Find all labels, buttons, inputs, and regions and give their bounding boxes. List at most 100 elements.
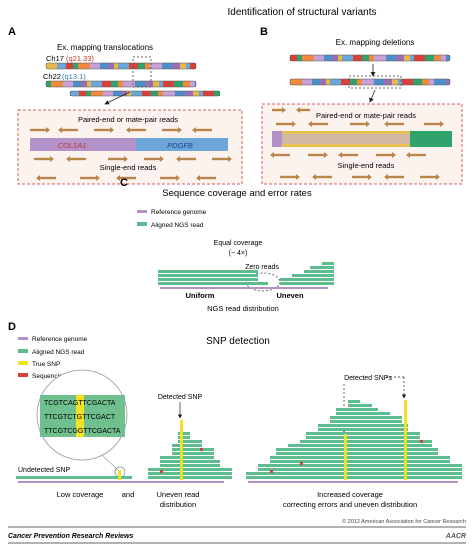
panel-a-letter: A (8, 26, 16, 38)
panel-c-letter: C (120, 177, 128, 189)
panel-c-title: Sequence coverage and error rates (162, 188, 312, 199)
true-snp-bar (404, 400, 407, 480)
chromosome-17 (45, 62, 197, 70)
aligned-read (366, 460, 378, 463)
chromosome-band (446, 79, 450, 85)
gene-label-col1a1: COL1A1 (58, 141, 87, 150)
chromosome-band (422, 79, 429, 85)
chromosome-band (297, 55, 302, 61)
aligned-read (378, 452, 390, 455)
aligned-read (348, 448, 360, 451)
ch17-name: Ch17 (46, 54, 64, 63)
aligned-read (322, 270, 334, 273)
read-arrow-shaft (388, 122, 404, 126)
deletion-overlay (282, 134, 410, 144)
chromosome-band (73, 81, 81, 87)
aligned-read (58, 476, 74, 479)
aligned-read (348, 428, 360, 431)
chromosome-band (174, 81, 183, 87)
chromosome-outline (45, 62, 197, 70)
chromosome-band (314, 55, 324, 61)
read-arrow-head (440, 121, 444, 127)
chromosome-band (87, 81, 91, 87)
chromosome-band (162, 63, 172, 69)
chromosome-band (384, 79, 392, 85)
sequencing-error-mark (300, 462, 303, 465)
deletion-bar-right (410, 131, 452, 147)
aligned-read (276, 476, 288, 479)
aligned-read (186, 270, 200, 273)
aligned-read (186, 274, 200, 277)
read-arrow-head (50, 156, 54, 162)
aligned-read (246, 476, 258, 479)
chromosome-band (398, 79, 402, 85)
panel-a-subtitle: Ex. mapping translocations (57, 43, 153, 52)
chromosome-band (374, 55, 386, 61)
aligned-read (276, 468, 288, 471)
aligned-read (378, 444, 390, 447)
aligned-read (172, 270, 186, 273)
read-arrow-shaft (350, 122, 366, 126)
ch17-band: (q21.33) (66, 54, 94, 63)
aligned-read (178, 456, 190, 459)
aligned-read (378, 456, 390, 459)
aligned-read (322, 274, 334, 277)
aligned-read (438, 460, 450, 463)
aligned-read (426, 464, 438, 467)
aligned-read (336, 452, 348, 455)
aligned-read (348, 432, 360, 435)
chromosome-band (190, 63, 196, 69)
chromosome-band (111, 81, 118, 87)
aligned-read (258, 476, 270, 479)
chromosome-band (190, 81, 195, 87)
aligned-read (408, 452, 420, 455)
chromosome-band (90, 63, 100, 69)
read-arrow-head (192, 127, 196, 133)
chromosome-band (290, 79, 302, 85)
legend-d-snp-swatch (18, 361, 28, 365)
fused-chromosome (69, 90, 221, 97)
read-arrow-head (366, 121, 370, 127)
chromosome-band (374, 79, 384, 85)
aligned-read (366, 412, 378, 415)
read-arrow-head (96, 175, 100, 181)
aligned-read (178, 432, 190, 435)
aligned-read (306, 472, 318, 475)
chromosome-band (193, 91, 199, 96)
read-arrow-head (160, 156, 164, 162)
seq-row-2: TTCGTCTGTTCGACT (44, 414, 116, 421)
read-arrow-shaft (410, 153, 426, 157)
aligned-read (336, 416, 348, 419)
aligned-read (158, 270, 172, 273)
legend-d-reference: Reference genome (32, 336, 88, 343)
aligned-read (258, 464, 270, 467)
aligned-read (74, 476, 90, 479)
read-arrow-head (58, 127, 62, 133)
chromosome-band (396, 55, 404, 61)
chromosome-band (159, 81, 163, 87)
and-label: and (122, 490, 135, 499)
aligned-read (378, 476, 390, 479)
aligned-read (202, 452, 214, 455)
chromosome-22 (45, 80, 197, 88)
chromosome-band (63, 81, 73, 87)
chromosome-band (350, 79, 357, 85)
distribution-label-c: NGS read distribution (207, 304, 279, 313)
chromosome-band (434, 79, 446, 85)
read-arrow-shaft (196, 128, 212, 132)
aligned-read (244, 270, 258, 273)
detected-snp-label: Detected SNP (158, 394, 203, 401)
aligned-read (336, 472, 348, 475)
reads-uneven (244, 262, 334, 285)
aligned-read (336, 464, 348, 467)
aligned-read (318, 452, 330, 455)
chromosome-band (324, 55, 332, 61)
chromosome-band (404, 55, 410, 61)
aligned-read (408, 460, 420, 463)
aligned-read (438, 476, 450, 479)
read-arrow-shaft (40, 176, 56, 180)
aligned-read (158, 278, 172, 281)
aligned-read (148, 472, 160, 475)
aligned-read (208, 460, 220, 463)
